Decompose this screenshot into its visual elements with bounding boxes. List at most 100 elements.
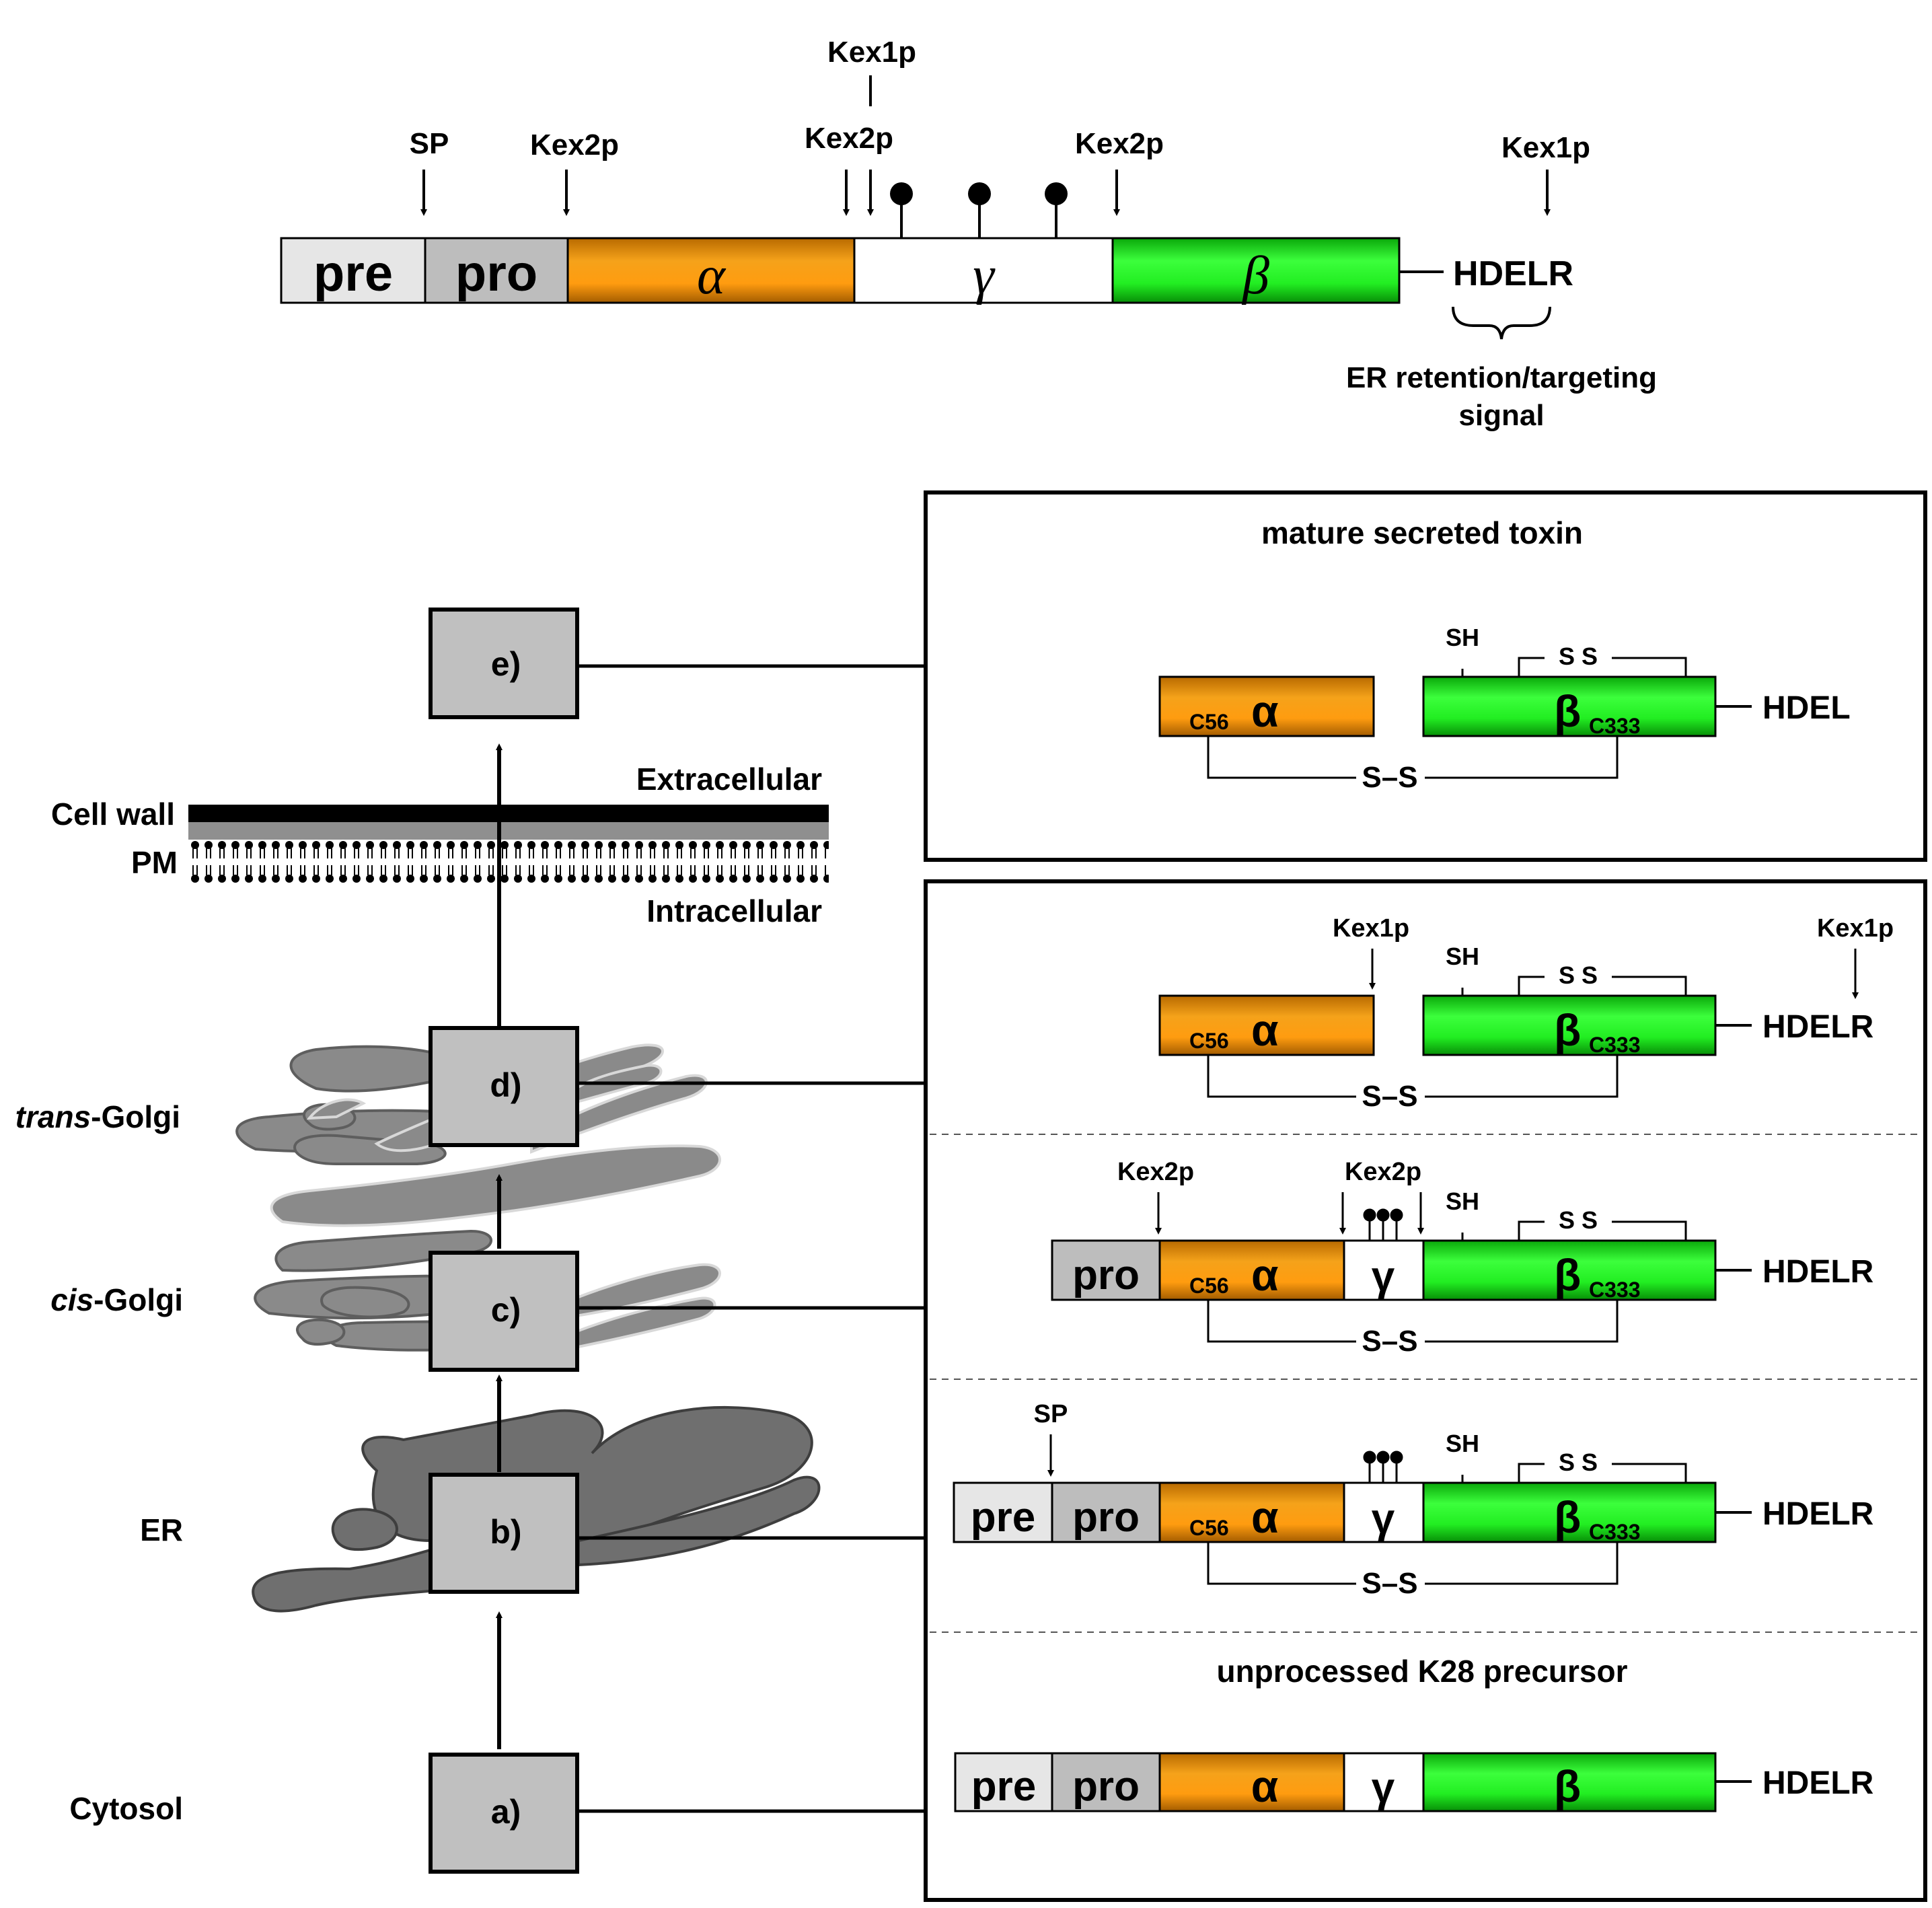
er-signal-line2: signal [1458, 399, 1544, 432]
processing-panel [924, 879, 1927, 1902]
alpha-label: α [1251, 1250, 1279, 1300]
beta-chain [1422, 1481, 1717, 1543]
hdel-label: HDEL [1762, 690, 1851, 726]
er-label: ER [140, 1512, 183, 1547]
connector-lines [577, 664, 927, 1813]
pro-label: pro [1072, 1494, 1140, 1541]
top-hdelr: HDELR [1453, 254, 1573, 293]
beta-label: β [1554, 1005, 1581, 1055]
step-e-label: e) [491, 645, 521, 683]
ss-bottom-label: S–S [1362, 1567, 1417, 1600]
kex1p-label-2: Kex1p [1501, 131, 1590, 164]
segment-pre [280, 237, 426, 304]
step-e-box [429, 608, 579, 719]
row-c-cis-golgi: pro C56 α γ β C333 HDELR SH S S S–S Kex2… [1051, 1158, 1873, 1358]
beta-label: β [1241, 246, 1269, 305]
row-e-mature: C56 α β C333 HDEL SH S S S–S [1158, 624, 1851, 794]
sh-label: SH [1446, 624, 1479, 651]
step-a-box [429, 1753, 579, 1874]
alpha-label: α [1251, 1005, 1279, 1055]
mature-title: mature secreted toxin [1261, 515, 1583, 550]
gamma-label: γ [1372, 1765, 1395, 1811]
kex1p-label: Kex1p [1333, 914, 1409, 943]
beta-chain [1422, 675, 1717, 737]
sh-label: SH [1446, 1430, 1479, 1457]
top-precursor: pre pro α γ β HDELR SP Kex2p Kex2p Kex1p… [280, 36, 1657, 432]
precursor-title: unprocessed K28 precursor [1216, 1654, 1627, 1689]
kex2p-label-2: Kex2p [805, 122, 893, 155]
row-a-cytosol: pre pro α γ β HDELR [954, 1752, 1873, 1812]
alpha-label: α [697, 246, 727, 305]
alpha-label: α [1251, 686, 1279, 736]
mature-toxin-panel [924, 490, 1927, 862]
step-c-box [429, 1251, 579, 1372]
ss-bottom-label: S–S [1362, 761, 1417, 794]
alpha-chain [1158, 1752, 1345, 1812]
extracellular-label: Extracellular [636, 762, 822, 797]
hdelr-label: HDELR [1762, 1496, 1873, 1532]
kex2p-label: Kex2p [1117, 1158, 1194, 1186]
segment-pro [424, 237, 569, 304]
step-d-label: d) [490, 1066, 521, 1104]
hdelr-label: HDELR [1762, 1765, 1873, 1801]
intracellular-label: Intracellular [646, 893, 822, 928]
step-b-label: b) [490, 1513, 521, 1551]
pre-label: pre [971, 1763, 1036, 1810]
step-c-label: c) [491, 1291, 521, 1329]
c56-label: C56 [1189, 1274, 1229, 1298]
ss-top-label: S S [1559, 1448, 1598, 1476]
gamma-label: γ [1372, 1496, 1395, 1542]
segment-alpha [566, 237, 856, 304]
gamma-label: γ [973, 246, 996, 305]
cis-golgi-label: cis-Golgi [50, 1282, 183, 1317]
alpha-label: α [1251, 1761, 1279, 1811]
alpha-label: α [1251, 1492, 1279, 1542]
beta-label: β [1554, 1250, 1581, 1300]
cytosol-label: Cytosol [69, 1791, 183, 1826]
kex2p-label-1: Kex2p [530, 129, 619, 161]
pre-label: pre [313, 245, 393, 302]
gamma-label: γ [1372, 1253, 1395, 1300]
pre-label: pre [971, 1494, 1035, 1541]
c333-label: C333 [1589, 1033, 1641, 1057]
plasma-membrane [188, 841, 829, 883]
pre-segment [954, 1752, 1053, 1812]
hdelr-label: HDELR [1762, 1254, 1873, 1290]
pro-segment [1051, 1752, 1161, 1812]
c333-label: C333 [1589, 1520, 1641, 1544]
c56-label: C56 [1189, 710, 1229, 734]
cleavage-arrows [420, 75, 1551, 216]
kex2p-label-3: Kex2p [1075, 127, 1164, 160]
c333-label: C333 [1589, 714, 1641, 738]
alpha-chain [1158, 675, 1375, 737]
step-d-box [429, 1026, 579, 1147]
pro-segment [1051, 1239, 1161, 1301]
step-b-box [429, 1473, 579, 1594]
panel-dividers [930, 1134, 1921, 1633]
step-boxes: e) d) c) b) a) [429, 608, 579, 1874]
sh-label: SH [1446, 1187, 1479, 1215]
segment-beta [1111, 237, 1401, 304]
sh-label: SH [1446, 943, 1479, 970]
row-b-er: pre pro C56 α γ β C333 HDELR SH S S S–S … [953, 1400, 1873, 1600]
beta-chain [1422, 1239, 1717, 1301]
row-d-trans-golgi: C56 α β C333 HDELR SH S S S–S Kex1p Kex1… [1158, 914, 1894, 1113]
c56-label: C56 [1189, 1029, 1229, 1053]
pro-label: pro [1072, 1252, 1140, 1298]
compartment-labels: trans-Golgi cis-Golgi ER Cytosol [15, 1099, 183, 1826]
alpha-chain [1158, 1481, 1345, 1543]
pro-label: pro [455, 245, 537, 302]
cell-envelope: Cell wall PM Extracellular Intracellular [51, 762, 829, 928]
sp-label: SP [1034, 1400, 1068, 1428]
gamma-segment [1343, 1752, 1425, 1812]
kex2p-label: Kex2p [1345, 1158, 1421, 1186]
organelles [235, 1043, 821, 1613]
er-signal-brace [1452, 306, 1551, 340]
ss-bottom-label: S–S [1362, 1080, 1417, 1113]
pro-segment [1051, 1481, 1161, 1543]
c56-label: C56 [1189, 1516, 1229, 1540]
sp-label: SP [410, 127, 449, 160]
glycosylation-sites [1363, 1208, 1403, 1241]
cell-wall-label: Cell wall [51, 797, 175, 832]
